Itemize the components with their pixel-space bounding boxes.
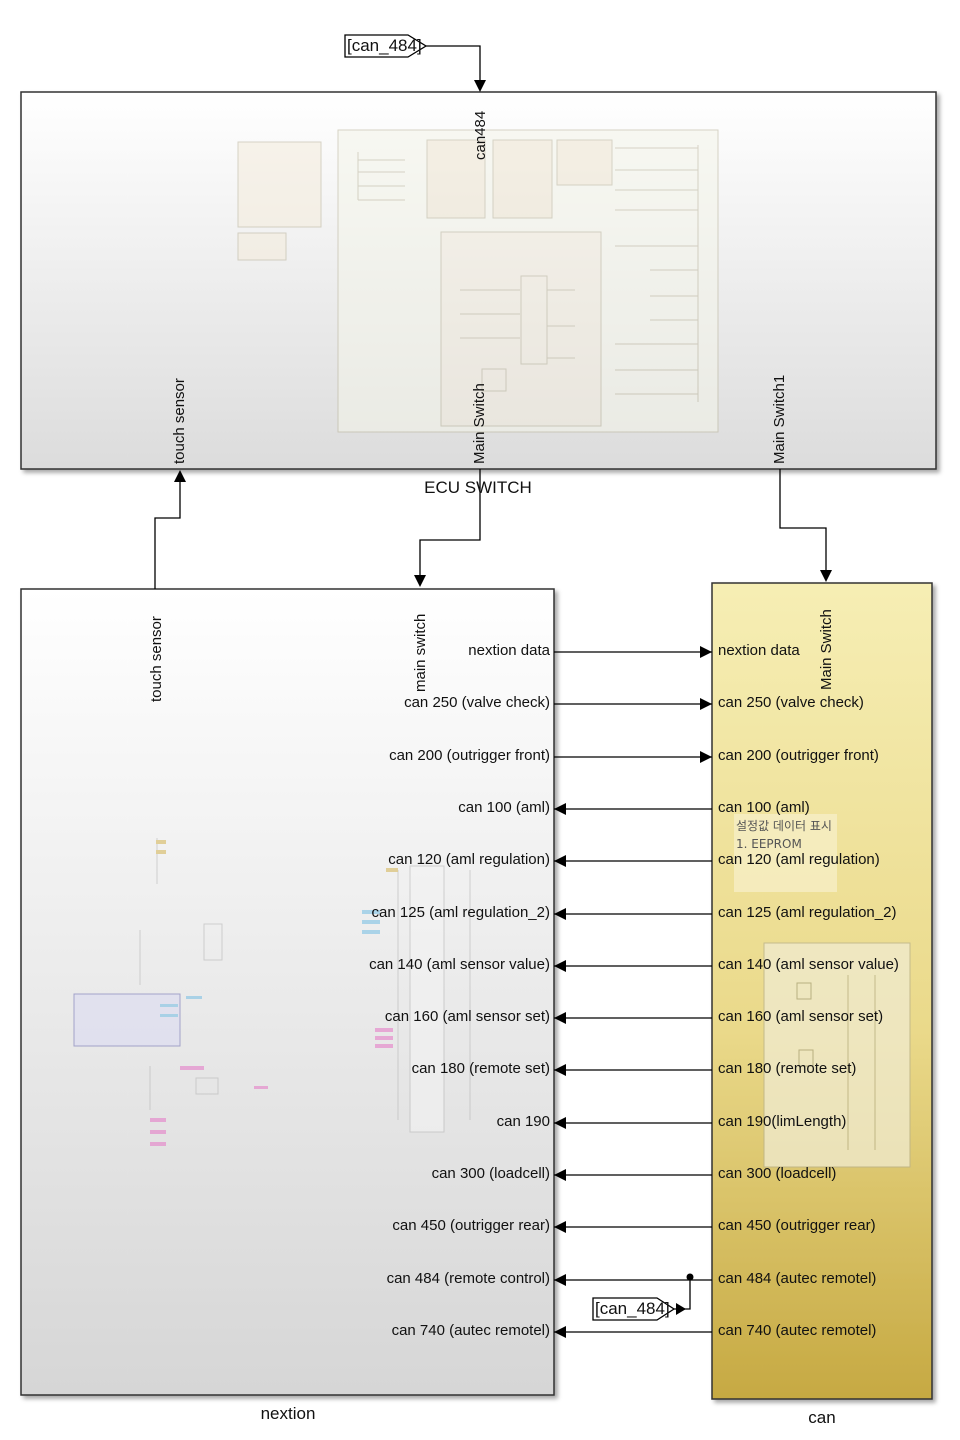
port-signal-arrow: [554, 803, 566, 815]
can-port-label: nextion data: [718, 642, 800, 659]
nextion-port-label: can 140 (aml sensor value): [369, 956, 550, 973]
can-annotation-line2: 1. EEPROM: [736, 837, 802, 851]
nextion-port-label: nextion data: [468, 642, 550, 659]
can-port-label: can 300 (loadcell): [718, 1165, 837, 1182]
can-port-label: can 140 (aml sensor value): [718, 956, 899, 973]
port-signal-arrow: [554, 855, 566, 867]
arrow-touch-sensor: [174, 470, 186, 482]
can-port-label: can 160 (aml sensor set): [718, 1008, 884, 1025]
port-signal-arrow: [554, 1221, 566, 1233]
line-main-switch: [419, 469, 481, 581]
can-annotation-line1: 설정값 데이터 표시: [736, 819, 832, 833]
can-port-label: can 250 (valve check): [718, 694, 864, 711]
can-port-label: can 180 (remote set): [718, 1060, 857, 1077]
can-port-label: can 450 (outrigger rear): [718, 1217, 876, 1234]
nextion-port-label: can 190: [496, 1113, 550, 1130]
line-main-switch1: [779, 469, 827, 575]
nextion-port-label: can 100 (aml): [458, 799, 550, 816]
arrow-ecu-in: [474, 80, 486, 92]
can-port-label: can 484 (autec remotel): [718, 1270, 877, 1287]
line-can484-to-ecu: [426, 45, 481, 88]
nextion-port-label: can 450 (outrigger rear): [392, 1217, 550, 1234]
nextion-block[interactable]: [20, 588, 555, 1396]
ecu-switch-caption: ECU SWITCH: [424, 478, 532, 497]
nextion-port-label: can 120 (aml regulation): [388, 851, 550, 868]
line-touch-sensor: [154, 474, 181, 589]
can-port-label: can 200 (outrigger front): [718, 747, 879, 764]
nextion-port-label: can 484 (remote control): [386, 1270, 550, 1287]
can-port-label: can 120 (aml regulation): [718, 851, 880, 868]
nextion-internal-preview: [73, 838, 471, 1146]
can-port-label: can 100 (aml): [718, 799, 810, 816]
arrowheads: [174, 80, 832, 1315]
nextion-port-label: can 125 (aml regulation_2): [371, 904, 550, 921]
port-signal-arrow: [554, 1117, 566, 1129]
can-annotation-box: [734, 814, 837, 892]
ecu-out-port-touch-sensor: touch sensor: [171, 378, 188, 464]
can-in-port-main-switch: Main Switch: [818, 609, 835, 690]
can-internal-preview: [763, 942, 911, 1168]
can-port-label: can 740 (autec remotel): [718, 1322, 877, 1339]
can-caption: can: [808, 1408, 836, 1427]
nextion-port-label: can 180 (remote set): [411, 1060, 550, 1077]
ecu-out-port-main-switch: Main Switch: [471, 383, 488, 464]
port-signal-arrow: [554, 960, 566, 972]
nextion-port-label: can 250 (valve check): [404, 694, 550, 711]
arrow-main-switch1: [820, 570, 832, 582]
ecu-out-port-main-switch1: Main Switch1: [771, 374, 788, 464]
ecu-internal-preview: [237, 129, 719, 433]
port-signal-arrow: [700, 698, 712, 710]
arrow-main-switch: [414, 575, 426, 587]
port-signal-arrow: [554, 1274, 566, 1286]
can-port-label: can 190(limLength): [718, 1113, 847, 1130]
port-signal-arrow: [700, 751, 712, 763]
goto-tag-bottom[interactable]: [can_484]: [595, 1299, 670, 1318]
port-signal-arrow: [554, 1064, 566, 1076]
ecu-in-port-label: can484: [472, 110, 489, 160]
nextion-in-port-touch-sensor: touch sensor: [148, 616, 165, 702]
goto-tag-top-shape[interactable]: [344, 34, 428, 58]
arrow-tag-bottom: [676, 1303, 686, 1315]
can-port-label: can 125 (aml regulation_2): [718, 904, 897, 921]
nextion-port-label: can 160 (aml sensor set): [384, 1008, 550, 1025]
nextion-port-label: can 740 (autec remotel): [391, 1322, 550, 1339]
nextion-caption: nextion: [260, 1404, 316, 1423]
port-signal-arrow: [554, 1326, 566, 1338]
port-signal-arrow: [554, 908, 566, 920]
port-signal-arrow: [554, 1169, 566, 1181]
goto-tag-bottom-shape[interactable]: [592, 1297, 676, 1321]
port-signal-arrow: [700, 646, 712, 658]
goto-tag-top[interactable]: [can_484]: [347, 36, 422, 55]
port-signal-lines: [554, 646, 712, 1338]
port-signal-arrow: [554, 1012, 566, 1024]
nextion-in-port-main-switch: main switch: [412, 613, 429, 692]
junction-dot: [686, 1273, 694, 1281]
nextion-port-label: can 200 (outrigger front): [389, 747, 550, 764]
nextion-port-label: can 300 (loadcell): [431, 1165, 550, 1182]
